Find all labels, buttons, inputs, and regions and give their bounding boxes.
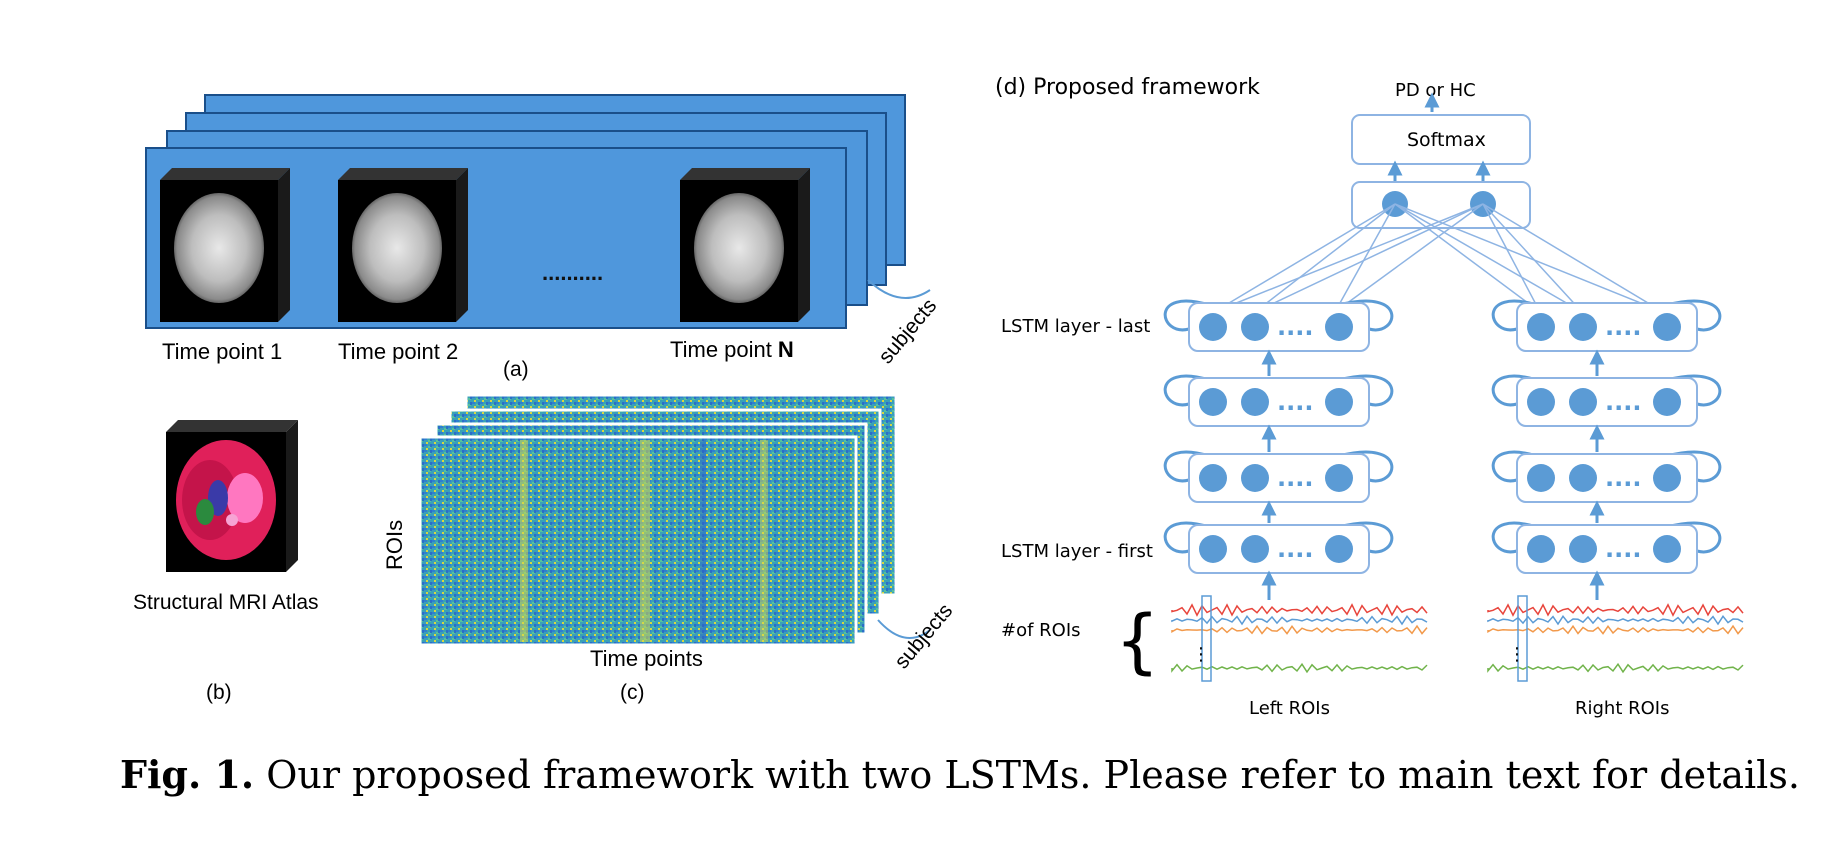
atlas-cube <box>166 420 298 572</box>
time-point-2-label: Time point 2 <box>338 339 458 364</box>
lstm-first-label: LSTM layer - first <box>1001 541 1153 562</box>
lstm-right-dots-1: .... <box>1605 313 1641 341</box>
left-roi-signals: ⋮ <box>1171 595 1428 682</box>
lstm-left-box-3 <box>1188 453 1370 503</box>
softmax-box <box>1351 114 1531 165</box>
lstm-right-loop-2 <box>1491 374 1722 407</box>
lstm-left-loop-2 <box>1163 374 1394 407</box>
lstm-right-loop-1 <box>1491 299 1722 332</box>
lstm-left-node-1-3 <box>1325 313 1353 341</box>
time-point-n-bold: N <box>778 337 794 362</box>
lstm-left-box-4 <box>1188 524 1370 574</box>
lstm-right-node-4-1 <box>1527 535 1555 563</box>
lstm-right-dots-4: .... <box>1605 535 1641 563</box>
panel-b: Structural MRI Atlas (b) <box>133 420 319 704</box>
lstm-right-loop-3 <box>1491 450 1722 483</box>
subjects-bracket-c <box>877 619 931 639</box>
panel-d: (d) Proposed framework PD or HC Softmax … <box>995 75 1744 719</box>
lstm-left-node-3-2 <box>1241 464 1269 492</box>
panel-a-label: (a) <box>503 358 529 381</box>
lstm-right-node-2-2 <box>1569 388 1597 416</box>
lstm-left-dots-2: .... <box>1277 388 1313 416</box>
lstm-left-column: ................ <box>1163 299 1394 600</box>
lstm-left-loop-1 <box>1163 299 1394 332</box>
subjects-label-a: subjects <box>874 294 941 368</box>
panel-b-label: (b) <box>206 681 232 704</box>
heatmap-front <box>418 435 858 647</box>
panel-a: .......... Time point 1 Time point 2 Tim… <box>145 94 941 381</box>
lstm-right-node-1-2 <box>1569 313 1597 341</box>
caption-prefix: Fig. 1. <box>120 752 255 797</box>
rois-count-label: #of ROIs <box>1001 620 1081 641</box>
lstm-right-node-4-3 <box>1653 535 1681 563</box>
lstm-left-loop-3 <box>1163 450 1394 483</box>
fc-connections <box>1213 203 1664 313</box>
lstm-right-box-4 <box>1516 524 1698 574</box>
right-rois-label: Right ROIs <box>1575 698 1669 719</box>
caption-text: Our proposed framework with two LSTMs. P… <box>254 753 1800 797</box>
time-points-axis-label: Time points <box>590 646 703 671</box>
lstm-left-box-1 <box>1188 302 1370 352</box>
lstm-right-node-4-2 <box>1569 535 1597 563</box>
lstm-right-node-1-3 <box>1653 313 1681 341</box>
softmax-label: Softmax <box>1407 129 1486 151</box>
right-window-marker <box>1517 595 1528 682</box>
brain-cube-1 <box>160 168 290 322</box>
lstm-right-box-2 <box>1516 377 1698 427</box>
lstm-left-dots-4: .... <box>1277 535 1313 563</box>
lstm-left-node-4-1 <box>1199 535 1227 563</box>
brain-cube-2 <box>338 168 468 322</box>
time-point-1-label: Time point 1 <box>162 339 282 364</box>
figure-caption: Fig. 1. Our proposed framework with two … <box>120 752 1800 797</box>
lstm-left-box-2 <box>1188 377 1370 427</box>
lstm-left-dots-3: .... <box>1277 464 1313 492</box>
ellipsis: .......... <box>542 260 603 285</box>
lstm-right-dots-2: .... <box>1605 388 1641 416</box>
panel-d-title: (d) Proposed framework <box>995 75 1260 100</box>
lstm-left-node-2-3 <box>1325 388 1353 416</box>
lstm-left-loop-4 <box>1163 521 1394 554</box>
lstm-left-node-1-2 <box>1241 313 1269 341</box>
lstm-left-node-2-2 <box>1241 388 1269 416</box>
lstm-right-box-1 <box>1516 302 1698 352</box>
lstm-right-column: ................ <box>1491 299 1722 600</box>
lstm-right-box-3 <box>1516 453 1698 503</box>
right-vertical-dots: ⋮ <box>1508 644 1526 665</box>
left-rois-label: Left ROIs <box>1249 698 1330 719</box>
rois-axis-label: ROIs <box>382 520 407 570</box>
subjects-bracket-a <box>867 279 931 299</box>
atlas-label: Structural MRI Atlas <box>133 591 319 614</box>
lstm-left-node-4-3 <box>1325 535 1353 563</box>
lstm-left-node-3-3 <box>1325 464 1353 492</box>
lstm-left-node-3-1 <box>1199 464 1227 492</box>
output-label: PD or HC <box>1395 80 1476 101</box>
lstm-right-node-3-2 <box>1569 464 1597 492</box>
lstm-left-node-2-1 <box>1199 388 1227 416</box>
lstm-left-node-4-2 <box>1241 535 1269 563</box>
lstm-last-label: LSTM layer - last <box>1001 316 1150 337</box>
lstm-left-node-1-1 <box>1199 313 1227 341</box>
right-roi-signals: ⋮ <box>1487 595 1744 682</box>
lstm-left-dots-1: .... <box>1277 313 1313 341</box>
lstm-right-node-1-1 <box>1527 313 1555 341</box>
lstm-right-node-3-1 <box>1527 464 1555 492</box>
left-vertical-dots: ⋮ <box>1192 644 1210 665</box>
panel-c: subjects ROIs Time points (c) <box>382 393 957 704</box>
lstm-right-loop-4 <box>1491 521 1722 554</box>
rois-brace: { <box>1115 600 1160 682</box>
lstm-right-node-2-3 <box>1653 388 1681 416</box>
left-window-marker <box>1201 595 1212 682</box>
panel-c-label: (c) <box>620 681 645 704</box>
lstm-right-node-3-3 <box>1653 464 1681 492</box>
lstm-right-dots-3: .... <box>1605 464 1641 492</box>
lstm-right-node-2-1 <box>1527 388 1555 416</box>
time-point-n-text: Time point <box>670 337 772 362</box>
brain-cube-n <box>680 168 810 322</box>
